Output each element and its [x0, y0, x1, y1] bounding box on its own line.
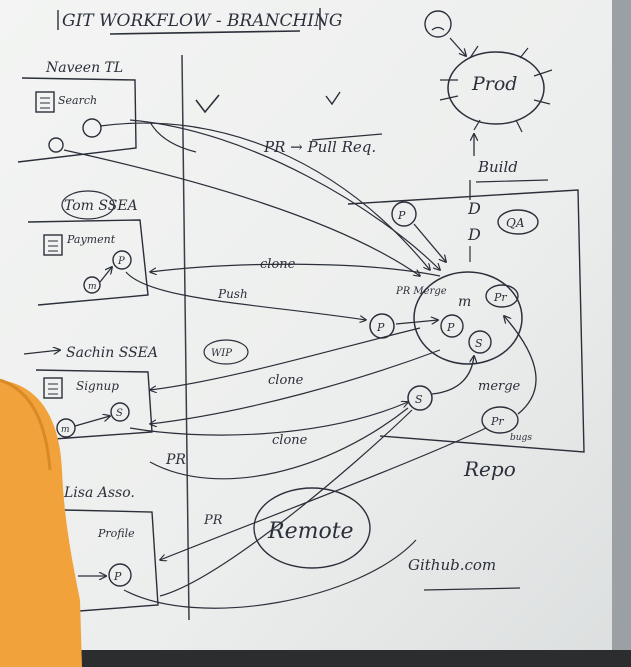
pull-request-note: PR → Pull Req. — [263, 133, 383, 156]
svg-text:Sachin SSEA: Sachin SSEA — [66, 345, 158, 361]
svg-text:Build: Build — [477, 158, 518, 176]
remote-area: Remote Github.com — [253, 487, 521, 591]
main-branch — [413, 271, 523, 365]
svg-text:Remote: Remote — [267, 519, 354, 544]
svg-text:P: P — [113, 570, 122, 583]
svg-text:GIT WORKFLOW - BRANCHING: GIT WORKFLOW - BRANCHING — [62, 11, 342, 31]
svg-text:WIP: WIP — [211, 348, 232, 359]
svg-text:bugs: bugs — [510, 433, 532, 443]
svg-text:clone: clone — [268, 373, 304, 388]
svg-text:m: m — [458, 294, 471, 310]
whiteboard-surface — [0, 0, 612, 667]
sad-face-icon — [424, 10, 452, 38]
svg-text:Repo: Repo — [463, 457, 516, 481]
svg-text:D: D — [467, 199, 481, 218]
module-profile: Profile — [97, 527, 135, 540]
module-payment: Payment — [66, 233, 116, 246]
svg-text:Pr: Pr — [490, 415, 504, 428]
svg-text:Github.com: Github.com — [408, 556, 496, 574]
dev-sachin: Sachin SSEA WIP Signup m S — [23, 339, 249, 441]
svg-text:PR Merge: PR Merge — [395, 286, 447, 297]
dev-naveen: Naveen TL Search — [17, 60, 137, 163]
svg-text:PR: PR — [203, 513, 223, 528]
svg-text:Push: Push — [217, 287, 248, 301]
arrow-labels: clone Push clone clone PR PR — [165, 257, 308, 528]
svg-text:S: S — [415, 393, 423, 406]
flow-arrows — [63, 119, 487, 609]
check-mark — [195, 94, 220, 114]
svg-text:merge: merge — [478, 379, 521, 394]
svg-text:S: S — [116, 408, 123, 419]
svg-text:D: D — [467, 225, 481, 244]
svg-text:P: P — [117, 256, 125, 267]
svg-text:P: P — [376, 321, 385, 334]
svg-text:Prod: Prod — [471, 73, 517, 95]
repo-area: P D D QA m P S Pr PR Merge P S merge Pr … — [347, 189, 585, 481]
whiteboard-frame — [612, 0, 631, 667]
dev-tom: Tom SSEA Payment m P — [27, 190, 149, 306]
svg-text:m: m — [88, 282, 97, 292]
svg-text:Naveen TL: Naveen TL — [45, 60, 123, 76]
divider-line — [181, 54, 190, 621]
svg-text:P: P — [397, 209, 406, 222]
module-search: Search — [58, 94, 97, 107]
svg-text:PR: PR — [165, 452, 186, 468]
svg-text:PR → Pull Req.: PR → Pull Req. — [263, 138, 376, 156]
svg-text:QA: QA — [506, 216, 525, 230]
svg-text:Tom SSEA: Tom SSEA — [64, 198, 138, 214]
module-signup: Signup — [76, 379, 119, 393]
svg-text:S: S — [475, 337, 483, 350]
svg-text:Lisa Asso.: Lisa Asso. — [63, 485, 135, 501]
dev-lisa: Lisa Asso. Profile P — [63, 485, 159, 613]
svg-text:clone: clone — [272, 433, 308, 448]
board-title: GIT WORKFLOW - BRANCHING — [57, 8, 342, 35]
svg-text:m: m — [61, 425, 70, 435]
svg-text:P: P — [446, 321, 455, 334]
presenter-figure — [0, 378, 82, 667]
prod-environment: Prod — [424, 10, 553, 133]
svg-text:Pr: Pr — [493, 291, 507, 304]
